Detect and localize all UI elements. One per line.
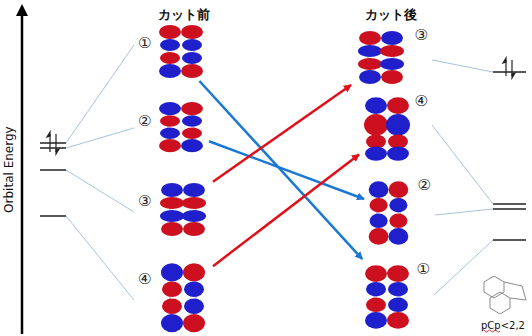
callout-number: ④	[138, 272, 151, 287]
axis-label: Orbital Energy	[2, 127, 15, 214]
orbital-node: ②	[365, 176, 433, 248]
energy-levels-before	[40, 143, 66, 216]
axis-arrowhead	[16, 4, 28, 16]
level-leader-lines	[66, 45, 493, 300]
orbital-picture	[358, 31, 404, 84]
orbital-picture	[160, 183, 206, 236]
column-heading: カット前	[158, 8, 210, 22]
callout-number: ①	[417, 262, 430, 277]
energy-levels-after	[493, 72, 526, 240]
transition-arrow	[213, 155, 359, 267]
callout-number: ②	[418, 178, 431, 193]
orbital-picture	[161, 263, 205, 332]
molecule-label: pCp<2,2	[481, 320, 525, 331]
callout-number: ①	[138, 36, 151, 51]
orbital-picture	[369, 181, 409, 245]
electron-pair	[47, 132, 59, 154]
callout-number: ④	[415, 94, 428, 109]
molecule-sketch	[484, 276, 526, 314]
callout-number: ②	[138, 114, 151, 129]
callout-number: ③	[415, 28, 428, 43]
orbital-node: ①	[136, 22, 208, 80]
column-heading: カット後	[365, 8, 417, 22]
orbital-picture	[365, 265, 409, 329]
orbital-node: ④	[136, 258, 212, 334]
transition-arrow	[213, 85, 351, 182]
energy-axis	[21, 14, 24, 334]
electron-pair	[503, 58, 515, 78]
orbital-node: ③	[136, 180, 212, 238]
orbital-picture	[364, 97, 410, 161]
orbital-node: ①	[360, 260, 432, 332]
orbital-node: ②	[136, 100, 208, 155]
orbital-picture	[159, 102, 203, 152]
orbital-node: ④	[360, 92, 430, 162]
orbital-picture	[159, 25, 203, 78]
callout-number: ③	[138, 194, 151, 209]
orbital-node: ③	[352, 26, 430, 88]
transition-arrow	[209, 141, 364, 199]
